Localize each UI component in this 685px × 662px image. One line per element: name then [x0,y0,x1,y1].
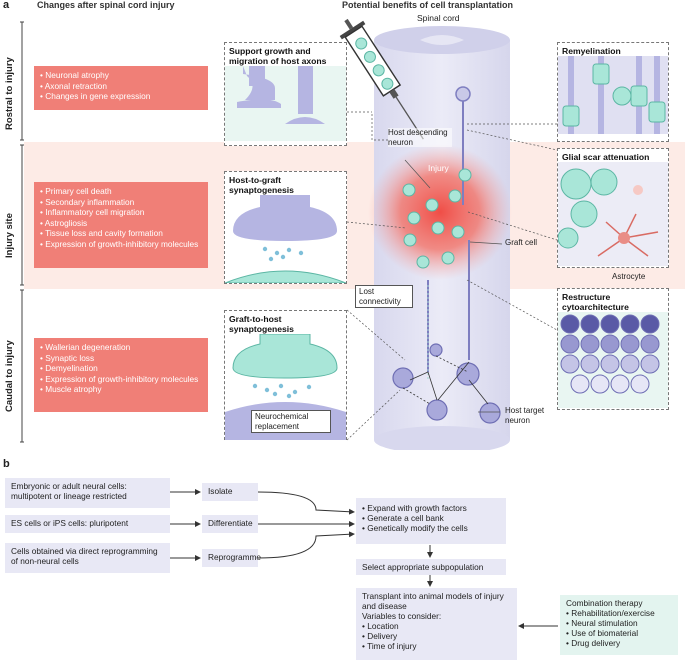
axon-growth-illustration [225,66,346,141]
remyelination-title: Remyelination [562,46,621,56]
source-reprogrammed-cells: Cells obtained via direct reprogramming … [5,543,170,573]
neurochemical-label: Neurochemical replacement [251,410,331,433]
caudal-changes-box: Wallerian degeneration Synaptic loss Dem… [34,338,208,412]
host-target-label: Host target neuron [505,406,545,425]
step-reprogramme: Reprogramme [202,549,261,567]
panel-b-letter: b [3,458,10,470]
caudal-item: Expression of growth-inhibitory molecule… [40,374,202,385]
support-growth-title: Support growth and migration of host axo… [229,46,327,66]
caudal-item: Synaptic loss [40,353,202,364]
region-brackets [20,21,24,443]
variables-title: Variables to consider: [362,611,442,621]
transplant-box: Transplant into animal models of injury … [356,588,517,660]
source-neural-cells: Embryonic or adult neural cells: multipo… [5,478,170,508]
cytoarchitecture-illustration [558,312,668,408]
injury-item: Primary cell death [40,186,202,197]
injury-item: Inflammatory cell migration [40,207,202,218]
step-differentiate: Differentiate [202,515,258,533]
variable-item: Time of injury [362,641,511,651]
combination-title: Combination therapy [566,598,643,608]
remyelination-box: Remyelination [557,42,669,142]
injury-item: Astrogliosis [40,218,202,229]
myelin-illustration [558,56,668,134]
host-to-graft-box: Host-to-graft synaptogenesis [224,171,347,284]
step-isolate: Isolate [202,483,258,501]
panel-a-letter: a [3,0,10,11]
combination-item: Rehabilitation/exercise [566,608,672,618]
rostral-item: Axonal retraction [40,81,202,92]
graft-to-host-title: Graft-to-host synaptogenesis [229,314,294,334]
host-to-graft-synapse [224,195,347,284]
restructure-box: Restructure cytoarchitecture [557,288,669,410]
host-to-graft-title: Host-to-graft synaptogenesis [229,175,294,195]
injury-changes-box: Primary cell death Secondary inflammatio… [34,182,208,268]
support-growth-box: Support growth and migration of host axo… [224,42,347,146]
caudal-item: Muscle atrophy [40,384,202,395]
combination-item: Drug delivery [566,638,672,648]
transplant-title: Transplant into animal models of injury … [362,591,504,611]
expand-item: Expand with growth factors [362,503,500,513]
combination-item: Use of biomaterial [566,628,672,638]
variable-item: Location [362,621,511,631]
rostral-item: Neuronal atrophy [40,70,202,81]
spinal-cord-label: Spinal cord [417,13,460,23]
restructure-title: Restructure cytoarchitecture [562,292,629,312]
caudal-item: Wallerian degeneration [40,342,202,353]
combination-therapy-box: Combination therapy Rehabilitation/exerc… [560,595,678,655]
injury-label: Injury [428,163,449,173]
glial-scar-box: Glial scar attenuation [557,148,669,268]
expand-box: Expand with growth factors Generate a ce… [356,498,506,544]
injury-item: Expression of growth-inhibitory molecule… [40,239,202,250]
astrocyte-label: Astrocyte [612,272,646,281]
host-descending-label: Host descending neuron [388,128,452,147]
caudal-item: Demyelination [40,363,202,374]
variable-item: Delivery [362,631,511,641]
left-column-header: Changes after spinal cord injury [37,0,175,10]
graft-cell-label: Graft cell [505,238,538,247]
expand-item: Genetically modify the cells [362,523,500,533]
source-es-ips-cells: ES cells or iPS cells: pluripotent [5,515,170,533]
spinal-cord-diagram [339,18,558,450]
right-column-header: Potential benefits of cell transplantati… [342,0,514,10]
injury-item: Secondary inflammation [40,197,202,208]
glial-scar-title: Glial scar attenuation [562,152,650,162]
lost-connectivity-label: Lost connectivity [355,285,413,308]
select-subpopulation: Select appropriate subpopulation [356,559,506,575]
injury-item: Tissue loss and cavity formation [40,228,202,239]
expand-item: Generate a cell bank [362,513,500,523]
combination-item: Neural stimulation [566,618,672,628]
rostral-changes-box: Neuronal atrophy Axonal retraction Chang… [34,66,208,110]
astrocyte-illustration [557,162,668,266]
rostral-item: Changes in gene expression [40,91,202,102]
